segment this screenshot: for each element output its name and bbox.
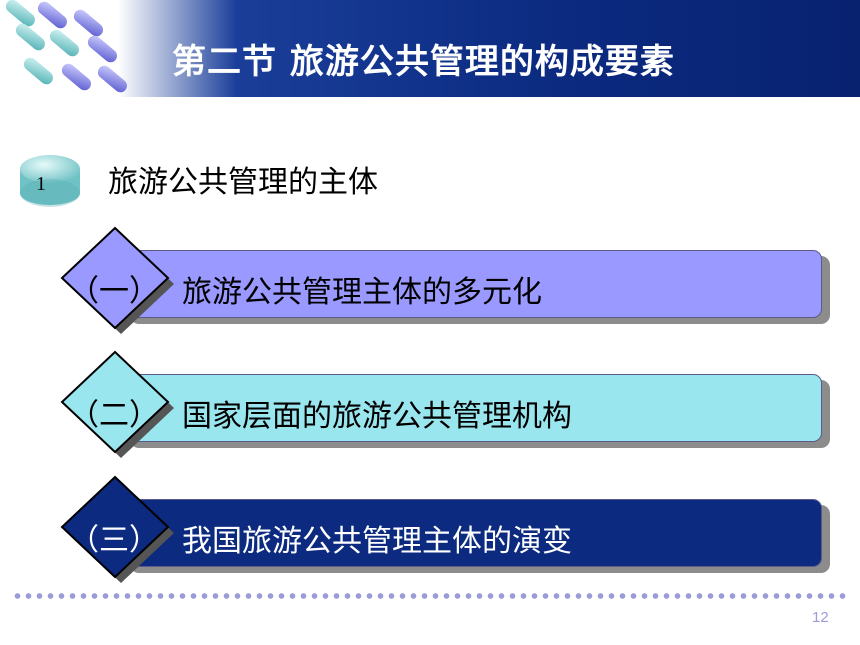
item-diamond-marker	[60, 350, 174, 458]
slide-title: 第二节 旅游公共管理的构成要素	[172, 42, 675, 82]
list-item-2: （二） 国家层面的旅游公共管理机构	[54, 350, 834, 460]
section-title: 旅游公共管理的主体	[108, 165, 378, 200]
item-bar	[124, 250, 822, 318]
item-diamond-marker	[60, 226, 174, 334]
item-diamond-marker	[60, 475, 174, 583]
item-bar	[124, 374, 822, 442]
list-item-1: （一） 旅游公共管理主体的多元化	[54, 226, 834, 336]
item-label: 旅游公共管理主体的多元化	[182, 275, 542, 310]
item-bar	[124, 499, 822, 567]
item-number: （三）	[69, 523, 159, 558]
dotted-divider	[12, 590, 848, 602]
pill-pattern-logo	[5, 0, 127, 93]
list-item-3: （三） 我国旅游公共管理主体的演变	[54, 475, 834, 585]
page-number: 12	[812, 609, 829, 626]
section-number: 1	[36, 173, 46, 195]
item-number: （一）	[69, 274, 159, 309]
slide-header: 第二节 旅游公共管理的构成要素	[0, 0, 860, 97]
item-label: 国家层面的旅游公共管理机构	[182, 399, 572, 434]
section-number-badge	[20, 155, 80, 207]
item-number: （二）	[69, 398, 159, 433]
header-bar	[118, 0, 860, 97]
item-label: 我国旅游公共管理主体的演变	[182, 524, 572, 559]
